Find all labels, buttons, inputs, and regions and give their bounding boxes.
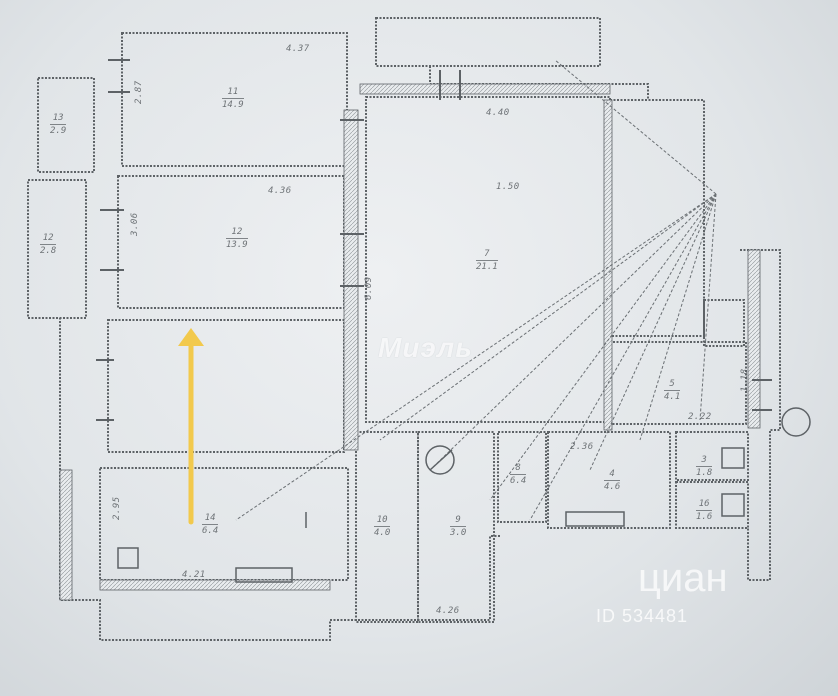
wall-room-8 [497,431,547,523]
wall-top-box [375,17,601,67]
walls [27,17,781,641]
wall-right-small [703,299,745,347]
wall-balcony-bottom [27,179,87,319]
dimension-label: 2.95 [112,496,122,520]
cian-watermark: циан [638,556,728,600]
wall-balcony-top [37,77,95,173]
wall-room-3 [675,431,749,481]
sink-icon [721,447,745,469]
bath-fixture-icon [425,445,455,475]
leader-lines [235,59,717,521]
toilet-icon [721,493,745,517]
dimension-label: 2.87 [134,80,144,104]
fixtures [117,445,745,583]
exterior-wall-hatching [59,83,761,601]
dimension-label: 1.50 [496,182,520,192]
wall-right-column [609,99,705,337]
hatch-bottom-wall [99,579,331,591]
kitchen-counter-icon [565,511,625,527]
window-ticks [96,59,772,421]
dimension-label: 2.22 [688,412,712,422]
wall-room-14 [99,467,349,581]
counter-icon [235,567,293,583]
cian-listing-id: ID 534481 [596,606,689,626]
dimension-label: 4.37 [286,44,310,54]
dimension-label: 2.36 [570,442,594,452]
dimension-label: 1.18 [740,368,750,392]
wall-top-stub [429,66,649,100]
dimension-label: 4.21 [182,570,206,580]
hatch-mid-wall [343,109,359,451]
dimension-label: 4.40 [486,108,510,118]
circled-marker-icon [781,407,811,437]
wall-room-11 [121,32,348,167]
wall-room-4 [547,431,671,529]
hatch-left-wall [59,469,73,601]
wall-outer-right [740,249,781,581]
dimension-label: 4.26 [436,606,460,616]
arrow-annotation-icon [178,328,204,525]
mial-watermark: Миэль [378,332,473,363]
dimension-label: 6.09 [364,276,374,300]
hatch-top-wall [359,83,611,95]
wall-room-lower-left [107,319,345,453]
wall-room-16 [675,481,749,529]
wall-outer-left [28,317,500,641]
stove-icon [117,547,139,569]
dimension-label: 4.36 [268,186,292,196]
dimension-label: 3.06 [130,212,140,236]
hatch-right-wall [747,249,761,429]
